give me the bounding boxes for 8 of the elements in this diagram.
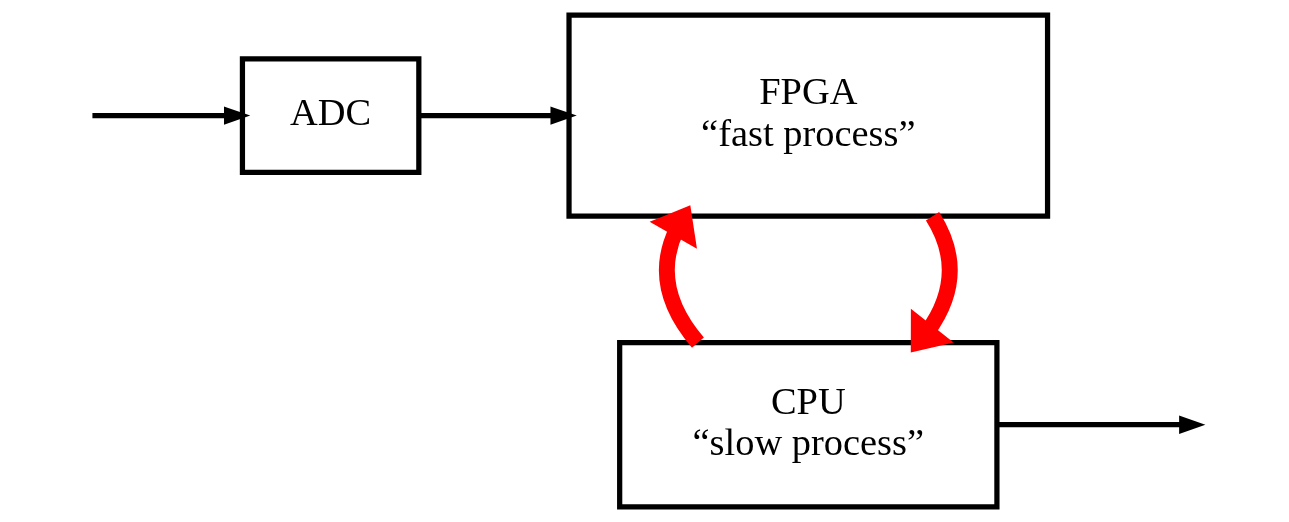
arrow xyxy=(910,212,957,353)
arrow xyxy=(418,106,577,125)
node-box: ADC xyxy=(239,56,421,175)
arrow xyxy=(91,106,250,125)
node-box: CPU “slow process” xyxy=(616,340,1000,510)
arrow xyxy=(996,415,1205,434)
node-box: FPGA “fast process” xyxy=(565,12,1050,219)
arrow xyxy=(649,205,704,348)
